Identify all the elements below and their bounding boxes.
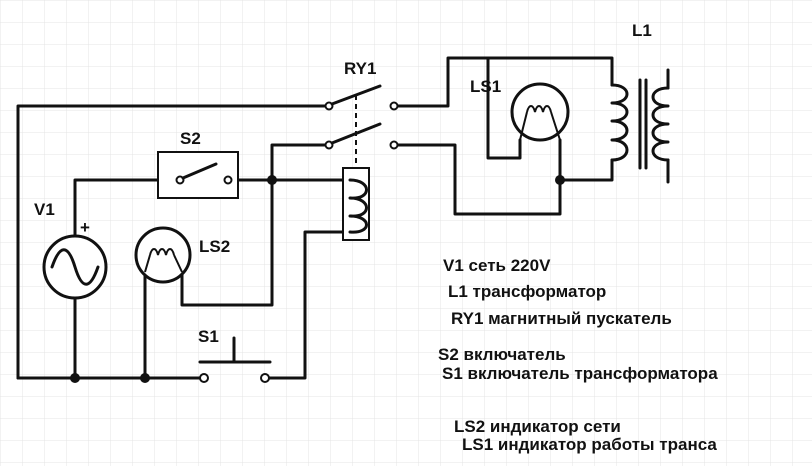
s2-switch: S2 (157, 129, 239, 199)
wire-v1-top (73, 178, 182, 238)
ls1-filament-icon (526, 105, 552, 113)
v1-plus-sign: + (80, 218, 90, 237)
junction-dot (70, 373, 80, 383)
s1-contact-left (199, 373, 209, 383)
wire-ls2-right (180, 178, 274, 307)
v1-label: V1 (34, 200, 55, 219)
ls1-leads (519, 111, 561, 141)
ls1-lamp: LS1 (470, 77, 570, 142)
wires (16, 56, 614, 380)
junction-dot (555, 175, 565, 185)
s2-housing (157, 151, 239, 199)
legend-line: LS2 индикатор сети (454, 417, 621, 436)
l1-label: L1 (632, 21, 652, 40)
ls1-label: LS1 (470, 77, 501, 96)
legend-line: L1 трансформатор (448, 282, 606, 301)
legend: V1 сеть 220V L1 трансформатор RY1 магнит… (438, 256, 718, 454)
s1-label: S1 (198, 327, 219, 346)
wire-top-main (16, 104, 327, 380)
legend-line: V1 сеть 220V (443, 256, 551, 275)
s1-push-button: S1 (198, 327, 272, 383)
s1-contact-right (260, 373, 270, 383)
wire-node-to-ry1 (270, 143, 327, 182)
legend-line: S1 включатель трансформатора (442, 364, 718, 383)
ls2-bulb (134, 226, 192, 284)
wire-ls1-left (486, 56, 522, 160)
s2-label: S2 (180, 129, 201, 148)
legend-line: RY1 магнитный пускатель (451, 309, 672, 328)
wire-ry1-out-bottom (396, 138, 562, 216)
junction-dot (267, 175, 277, 185)
ry1-contact (389, 140, 399, 150)
ls1-bulb (510, 82, 570, 142)
junctions (70, 175, 565, 383)
l1-secondary-coil (651, 86, 670, 162)
v1-ac-source: + V1 (34, 200, 108, 300)
l1-primary-coil (610, 83, 629, 162)
wire-s1-to-coil (266, 230, 352, 380)
sine-wave-icon (50, 248, 100, 286)
ls2-leads (144, 254, 183, 273)
l1-transformer: L1 (610, 21, 670, 184)
s2-contact-right (223, 175, 233, 185)
ry1-coil-winding (348, 178, 368, 234)
ry1-contact (389, 101, 399, 111)
ls2-filament-icon (149, 248, 175, 256)
junction-dot (140, 373, 150, 383)
ry1-relay: RY1 (324, 59, 399, 241)
wire-l1-bottom (558, 158, 614, 182)
ls2-label: LS2 (199, 237, 230, 256)
ls2-lamp: LS2 (134, 226, 230, 284)
legend-line: S2 включатель (438, 345, 566, 364)
ry1-label: RY1 (344, 59, 376, 78)
wire-ry1-out-top (396, 56, 614, 108)
s2-lever (181, 162, 218, 180)
legend-line: LS1 индикатор работы транса (462, 435, 717, 454)
